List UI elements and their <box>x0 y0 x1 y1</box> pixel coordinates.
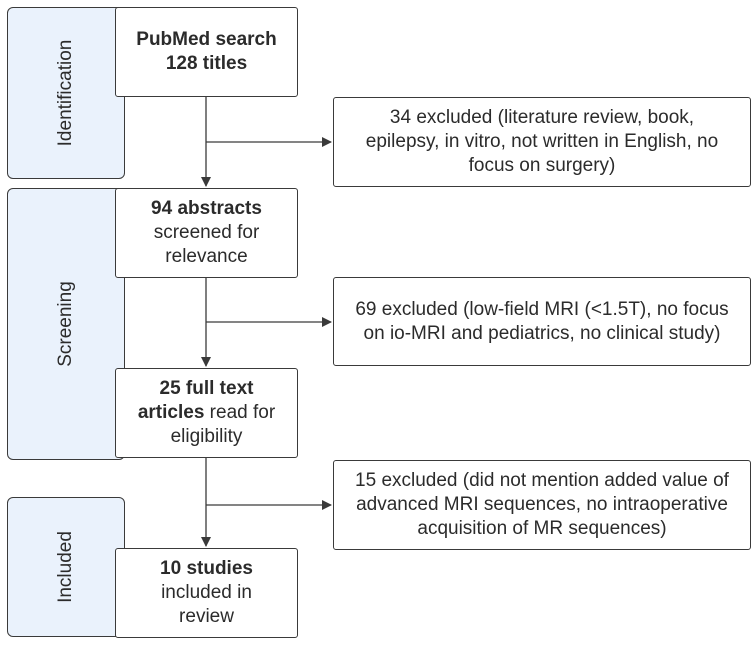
phase-screening: Screening <box>7 188 125 460</box>
box-exclusion-2: 69 excluded (low-field MRI (<1.5T), no f… <box>333 277 751 366</box>
exclusion-1-line2: epilepsy, in vitro, not written in Engli… <box>365 131 719 152</box>
fulltext-line3: eligibility <box>170 426 243 447</box>
exclusion-3-line3: acquisition of MR sequences) <box>417 518 667 539</box>
fulltext-count: 25 full text <box>159 378 254 399</box>
phase-identification: Identification <box>7 7 125 179</box>
exclusion-3-line1: 15 excluded (did not mention added value… <box>355 470 729 491</box>
box-pubmed-search: PubMed search 128 titles <box>115 7 298 97</box>
phase-included: Included <box>7 497 125 637</box>
exclusion-1-line1: 34 excluded (literature review, book, <box>389 107 695 128</box>
studies-count: 10 studies <box>160 558 253 579</box>
abstracts-line3: relevance <box>165 246 248 267</box>
box-full-text: 25 full text articles read for eligibili… <box>115 368 298 458</box>
fulltext-read-for: read for <box>204 402 276 423</box>
box-exclusion-1: 34 excluded (literature review, book, ep… <box>333 97 751 187</box>
abstracts-line2: screened for <box>153 222 260 243</box>
box-exclusion-3: 15 excluded (did not mention added value… <box>333 460 751 550</box>
exclusion-3-line2: advanced MRI sequences, no intraoperativ… <box>356 494 728 515</box>
box-abstracts: 94 abstracts screened for relevance <box>115 188 298 278</box>
fulltext-articles: articles <box>137 402 205 423</box>
exclusion-2-line1: 69 excluded (low-field MRI (<1.5T), no f… <box>355 298 729 320</box>
search-title: PubMed search <box>136 29 277 50</box>
search-count: 128 titles <box>165 53 248 74</box>
studies-line3: review <box>179 606 234 627</box>
studies-line2: included in <box>161 582 252 603</box>
abstracts-count: 94 abstracts <box>151 198 262 219</box>
exclusion-1-line3: focus on surgery) <box>468 155 616 176</box>
box-studies: 10 studies included in review <box>115 548 298 638</box>
exclusion-2-line2: on io-MRI and pediatrics, no clinical st… <box>363 322 721 344</box>
